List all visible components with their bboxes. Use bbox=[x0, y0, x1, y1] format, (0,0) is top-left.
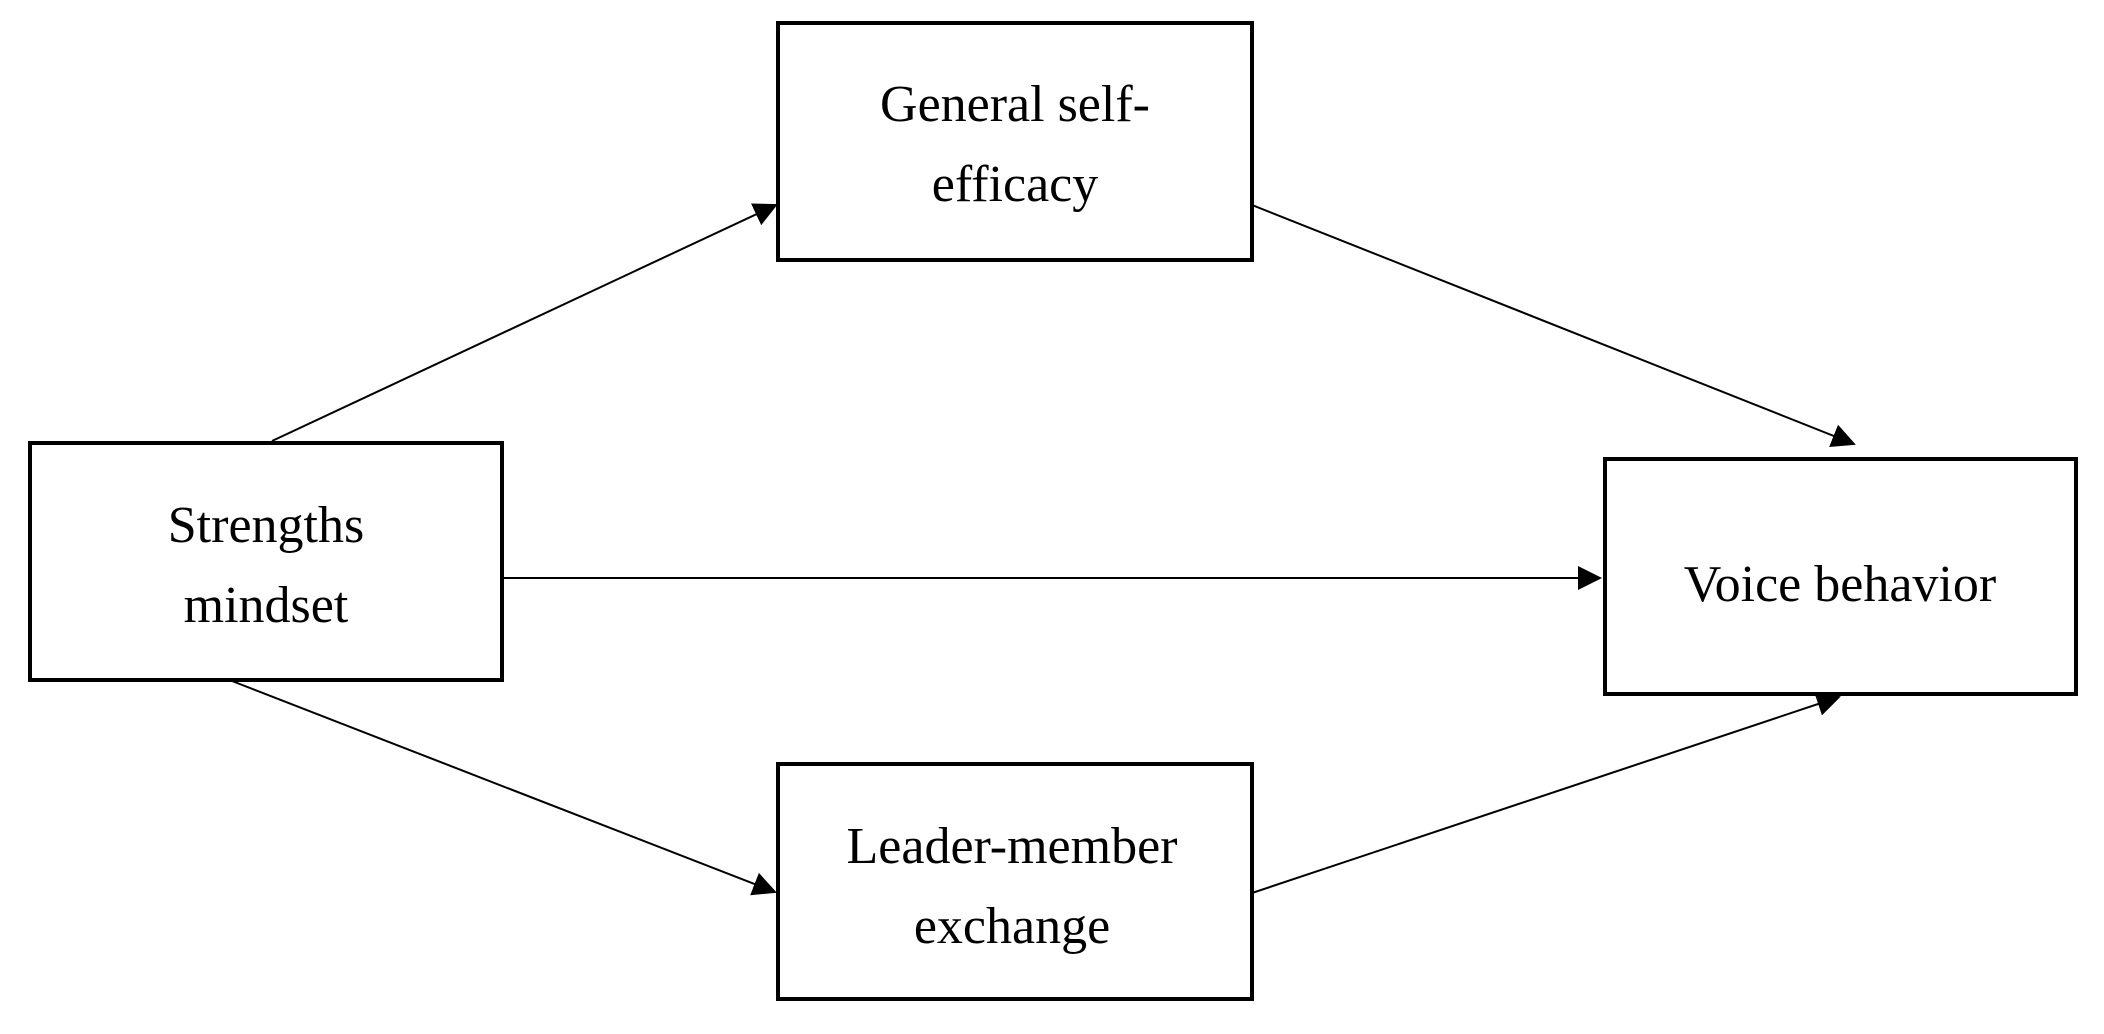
node-general-self-efficacy: General self- efficacy bbox=[776, 21, 1254, 262]
edge-strengths-to-lmx bbox=[231, 680, 777, 896]
node-strengths-mindset: Strengths mindset bbox=[28, 441, 504, 682]
edge-lmx-to-voice bbox=[1251, 692, 1841, 894]
node-voice-behavior: Voice behavior bbox=[1603, 457, 2078, 696]
edge-strengths-to-self-efficacy bbox=[271, 203, 778, 442]
node-leader-member-exchange-line2: exchange bbox=[914, 898, 1110, 955]
node-leader-member-exchange: Leader-member exchange bbox=[776, 762, 1254, 1001]
node-voice-behavior-line1: Voice behavior bbox=[1684, 556, 1996, 613]
node-strengths-mindset-line2: mindset bbox=[184, 577, 349, 634]
node-strengths-mindset-line1: Strengths bbox=[168, 497, 364, 554]
node-general-self-efficacy-line1: General self- bbox=[880, 76, 1150, 133]
node-general-self-efficacy-line2: efficacy bbox=[932, 156, 1098, 213]
edge-self-efficacy-to-voice bbox=[1251, 204, 1856, 448]
node-leader-member-exchange-line1: Leader-member bbox=[847, 818, 1178, 875]
